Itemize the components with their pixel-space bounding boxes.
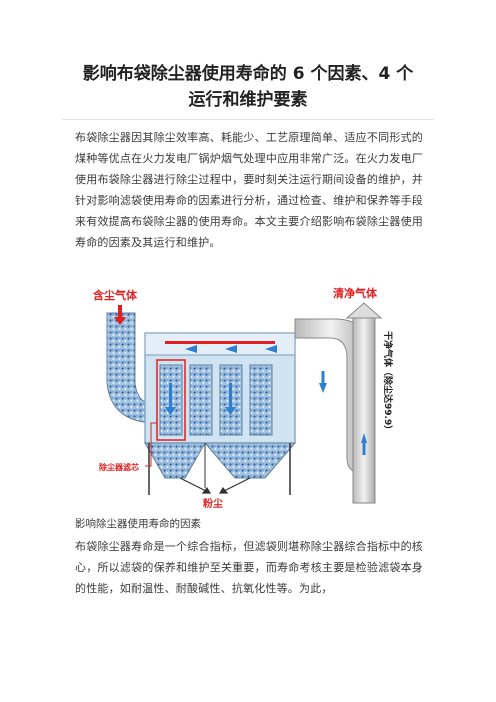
label-filter: 除尘器滤芯 (99, 462, 139, 472)
label-inlet: 含尘气体 (92, 288, 138, 302)
baghouse-diagram: 含尘气体 清净气体 干净气体（除尘达99.9） 除尘器滤芯 粉尘 (85, 283, 422, 510)
inlet-arrow (114, 305, 126, 325)
filter-pointer (145, 422, 157, 467)
baghouse-diagram-svg: 含尘气体 清净气体 干净气体（除尘达99.9） 除尘器滤芯 粉尘 (92, 286, 394, 510)
section-heading: 影响除尘器使用寿命的因素 (75, 518, 201, 530)
article-title: 影响布袋除尘器使用寿命的 6 个因素、4 个 运行和维护要素 (60, 61, 436, 113)
airflow-arrows (165, 345, 277, 415)
outlet-stack (294, 302, 383, 504)
title-line-2: 运行和维护要素 (188, 90, 308, 110)
dust-arrows (179, 477, 251, 494)
title-divider (62, 119, 434, 120)
label-dust: 粉尘 (203, 497, 223, 509)
label-outlet: 清净气体 (333, 286, 378, 300)
filter-highlight (156, 359, 186, 441)
collector-housing (144, 332, 297, 495)
body-paragraph: 布袋除尘器寿命是一个综合指标，但滤袋则堪称除尘器综合指标中的核心，所以滤袋的保养… (75, 540, 423, 595)
title-line-1: 影响布袋除尘器使用寿命的 6 个因素、4 个 (82, 64, 414, 84)
label-clean-gas: 干净气体（除尘达99.9） (382, 331, 394, 434)
intro-paragraph: 布袋除尘器因其除尘效率高、耗能少、工艺原理简单、适应不同形式的煤种等优点在火力发… (75, 131, 423, 249)
